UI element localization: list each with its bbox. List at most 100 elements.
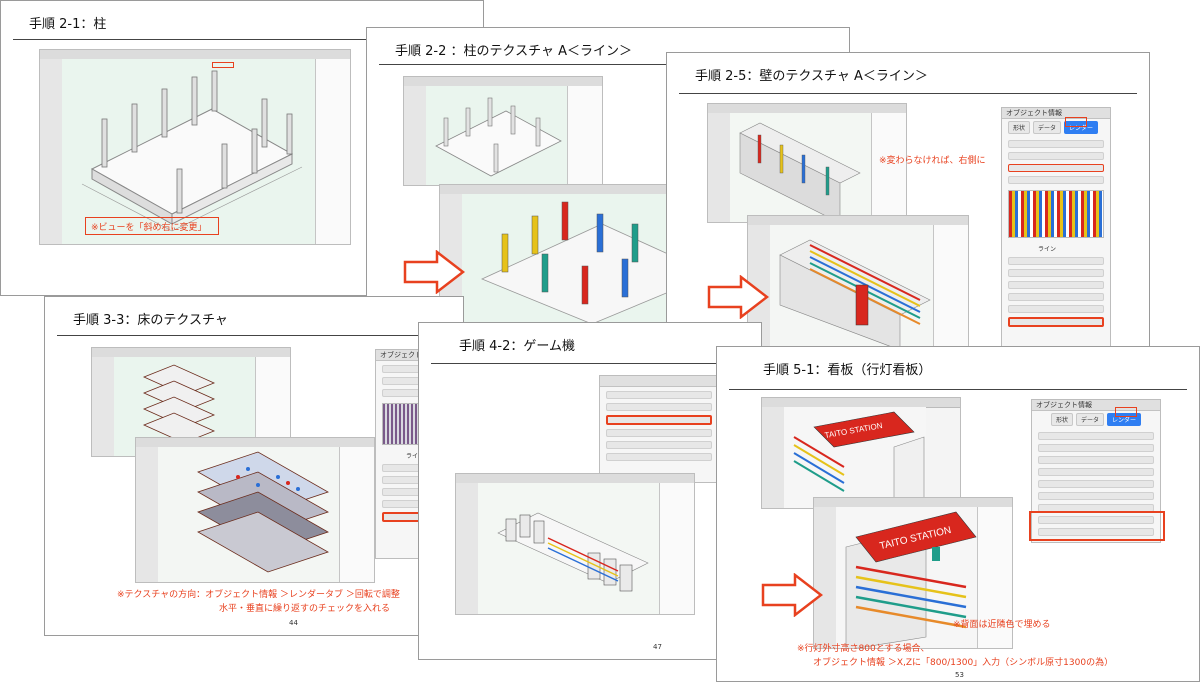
tab-data[interactable]: データ	[1033, 121, 1062, 134]
title-rule	[57, 335, 451, 336]
drawing-canvas	[426, 86, 568, 185]
panel-tabs: 形状 データ レンダー	[1002, 119, 1110, 136]
tab-data[interactable]: データ	[1075, 413, 1104, 426]
app-screenshot	[39, 49, 351, 245]
panel-row[interactable]	[606, 403, 712, 411]
title-rule	[13, 39, 471, 40]
panel-title: オブジェクト情報	[376, 350, 454, 361]
slide-title: 手順 2-5：壁のテクスチャ A＜ライン＞	[695, 69, 928, 84]
panel-row[interactable]	[1008, 140, 1104, 148]
title-rule	[679, 93, 1137, 94]
render-tab-highlight	[1065, 117, 1087, 127]
app-screenshot-before	[707, 103, 907, 223]
texture-name: ライン	[406, 453, 425, 460]
note-box	[85, 217, 219, 235]
signboard-small-drawing: TAITO STATION	[793, 411, 925, 508]
app-screenshot-before: TAITO STATION	[761, 397, 961, 509]
panel-row[interactable]	[1008, 176, 1104, 184]
panel-row[interactable]	[606, 391, 712, 399]
column-model-drawing	[81, 70, 303, 232]
title-rule	[379, 64, 837, 65]
view-menu-highlight	[212, 62, 234, 68]
panel-row[interactable]	[1038, 444, 1154, 452]
page-number: 44	[289, 619, 298, 627]
game-machine-drawing	[497, 512, 649, 592]
drawing-canvas	[62, 59, 316, 244]
drawing-canvas: TAITO STATION	[836, 507, 978, 648]
view-note: ※ビューを「斜め右に変更」	[91, 223, 207, 233]
tool-palette	[456, 483, 479, 614]
back-fill-note: ※背面は近隣色で埋める	[953, 620, 1051, 630]
app-screenshot	[455, 473, 695, 615]
tab-render[interactable]: レンダー	[1064, 121, 1099, 134]
title-rule	[729, 389, 1187, 390]
textured-columns-drawing	[480, 201, 714, 322]
panel-row[interactable]	[1008, 293, 1104, 301]
right-arrow-icon	[707, 275, 769, 319]
resource-manager-panel	[599, 375, 719, 483]
slide-4-2: 手順 4-2：ゲーム機	[418, 322, 762, 660]
rotation-field[interactable]	[1008, 317, 1104, 327]
slide-title: 手順 2-1：柱	[29, 17, 107, 32]
panel-title: オブジェクト情報	[1032, 400, 1160, 411]
panel-title	[600, 376, 718, 387]
panel-row[interactable]	[1008, 152, 1104, 160]
object-info-panel: オブジェクト情報 形状 データ レンダー ライン	[1001, 107, 1111, 347]
slide-title: 手順 5-1：看板（行灯看板）	[763, 363, 932, 378]
app-screenshot-before	[403, 76, 603, 186]
panel-title: オブジェクト情報	[1002, 108, 1110, 119]
tab-shape[interactable]: 形状	[1050, 413, 1073, 426]
object-info-panel: オブジェクト情報 形状 データ レンダー	[1031, 399, 1161, 543]
app-screenshot-after	[135, 437, 375, 583]
texture-repeat-note: 水平・垂直に繰り返すのチェックを入れる	[219, 604, 391, 614]
drawing-canvas: TAITO STATION	[784, 407, 926, 508]
wall-drawing	[739, 122, 861, 222]
tool-palette	[404, 86, 427, 185]
tool-palette	[92, 357, 115, 456]
right-arrow-icon	[761, 573, 823, 617]
panel-row[interactable]	[1038, 468, 1154, 476]
panel-row[interactable]	[1038, 480, 1154, 488]
tool-palette	[40, 59, 63, 244]
panel-row[interactable]	[1008, 269, 1104, 277]
texture-preview	[1008, 190, 1104, 238]
sign-size-instructions: オブジェクト情報 ＞X,Zに「800/1300」入力（シンボル原寸1300の為）	[813, 658, 1114, 668]
panel-row[interactable]	[606, 441, 712, 449]
panel-row[interactable]	[1008, 281, 1104, 289]
navigation-panel	[567, 86, 602, 185]
panel-row[interactable]	[606, 429, 712, 437]
texture-select[interactable]	[1008, 164, 1104, 172]
panel-row[interactable]	[1008, 305, 1104, 313]
panel-row[interactable]	[1008, 257, 1104, 265]
panel-row[interactable]	[1038, 432, 1154, 440]
app-screenshot-after	[747, 215, 969, 347]
drawing-canvas	[730, 113, 872, 222]
floor-stack-drawing	[142, 364, 216, 444]
signboard-large-drawing: TAITO STATION	[845, 511, 977, 648]
tool-palette	[136, 447, 159, 582]
navigation-panel	[871, 113, 906, 222]
drawing-canvas	[478, 483, 660, 614]
right-arrow-icon	[403, 250, 465, 294]
navigation-panel	[659, 483, 694, 614]
selected-resource-row[interactable]	[606, 415, 712, 425]
tab-shape[interactable]: 形状	[1008, 121, 1031, 134]
slide-3-3: 手順 3-3：床のテクスチャ	[44, 296, 464, 636]
scale-z-field[interactable]	[1038, 528, 1154, 536]
navigation-panel	[339, 447, 374, 582]
slide-title: 手順 2-2 ：柱のテクスチャ A＜ライン＞	[395, 44, 633, 59]
navigation-panel	[977, 507, 1012, 648]
fallback-note: ※変わらなければ、右側に	[879, 156, 986, 166]
slide-title: 手順 4-2：ゲーム機	[459, 339, 575, 354]
sign-size-note: ※行灯外寸高さ800とする場合、	[797, 644, 930, 654]
panel-row[interactable]	[606, 453, 712, 461]
scale-y-field[interactable]	[1038, 516, 1154, 524]
panel-row[interactable]	[1038, 456, 1154, 464]
panel-row[interactable]	[1038, 492, 1154, 500]
texture-name: ライン	[1038, 246, 1057, 253]
scale-fields-highlight	[1029, 511, 1165, 541]
drawing-canvas	[770, 225, 934, 347]
plain-columns-drawing	[435, 97, 562, 177]
textured-floor-drawing	[197, 451, 329, 573]
drawing-canvas	[158, 447, 340, 582]
